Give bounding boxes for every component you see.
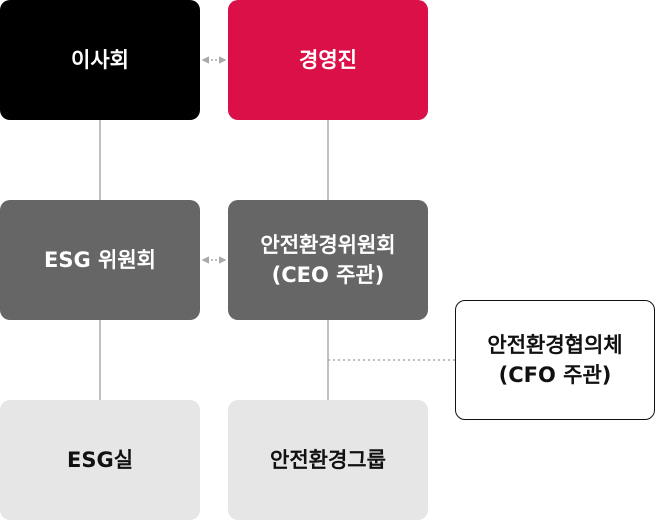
node-safety-committee: 안전환경위원회 (CEO 주관)	[228, 200, 428, 320]
node-esg-office-label: ESG실	[66, 447, 134, 472]
node-esg-committee: ESG 위원회	[0, 200, 200, 320]
node-safety-group-label: 안전환경그룹	[270, 447, 386, 472]
node-management-label: 경영진	[299, 47, 357, 72]
node-safety-council-label: 안전환경협의체 (CFO 주관)	[487, 332, 623, 387]
node-board-label: 이사회	[71, 47, 129, 72]
node-safety-group: 안전환경그룹	[228, 400, 428, 520]
node-management: 경영진	[228, 0, 428, 120]
node-esg-committee-label: ESG 위원회	[44, 247, 156, 272]
node-esg-office: ESG실	[0, 400, 200, 520]
node-board: 이사회	[0, 0, 200, 120]
node-safety-committee-label: 안전환경위원회 (CEO 주관)	[260, 232, 396, 287]
node-safety-council: 안전환경협의체 (CFO 주관)	[455, 300, 655, 420]
